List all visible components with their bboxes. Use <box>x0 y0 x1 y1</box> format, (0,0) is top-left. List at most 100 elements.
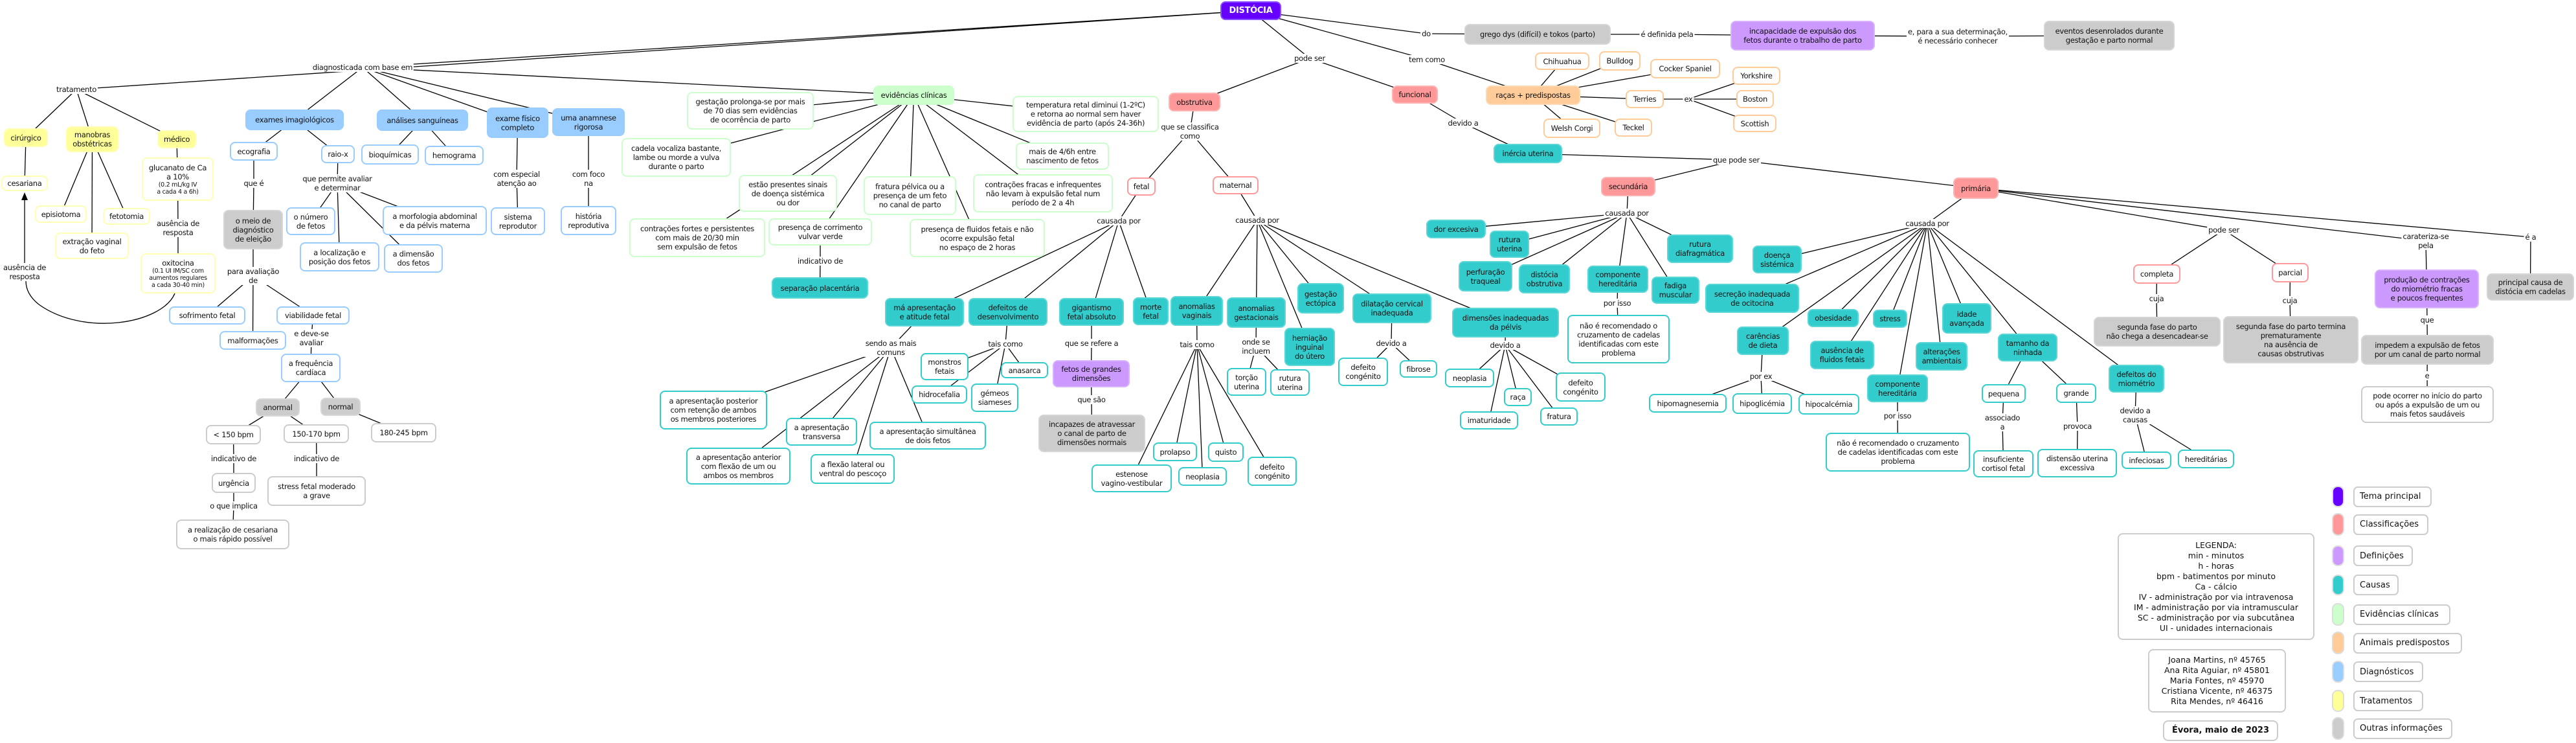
link-phrase-l_foco: com foco na <box>570 170 607 188</box>
concept-text: história reprodutiva <box>568 211 609 230</box>
link-phrase-l_temcomo: tem como <box>1407 55 1446 64</box>
concept-text: Yorkshire <box>1740 71 1773 80</box>
concept-bulldog: Bulldog <box>1599 51 1641 71</box>
concept-defmiom: defeitos do miométrio <box>2109 365 2164 393</box>
concept-text: defeitos de desenvolvimento <box>977 303 1039 321</box>
connector-line <box>1975 187 2224 231</box>
concept-cesariana: cesariana <box>1 176 48 191</box>
concept-text: presença de corrimento vulvar verde <box>778 223 863 241</box>
connector-line <box>1975 187 2426 242</box>
concept-anormal: anormal <box>256 398 300 417</box>
link-phrase-l_permite: que permite avaliar e determinar <box>301 174 374 192</box>
concept-text: dimensões inadequadas da pélvis <box>1462 314 1549 332</box>
concept-text: produção de contrações do miométrio frac… <box>2384 275 2470 303</box>
concept-neoplasia1: neoplasia <box>1178 467 1227 486</box>
concept-naorec1: não é recomendado o cruzamento de cadela… <box>1567 315 1670 363</box>
link-phrase-l_ind2: indicativo de <box>292 454 341 463</box>
link-phrase-l_causmat: causada por <box>1234 216 1281 225</box>
link-phrase-l_ex: ex <box>1683 95 1694 104</box>
concept-text: obesidade <box>1815 314 1852 323</box>
concept-raiox: raio-x <box>321 145 355 163</box>
concept-text: estenose vagino-vestibular <box>1101 469 1163 488</box>
concept-text: sistema reprodutor <box>498 212 537 231</box>
link-phrase-tratamento: tratamento <box>55 85 98 94</box>
link-phrase-l_taiscomo1: tais como <box>987 339 1024 349</box>
concept-text: Cocker Spaniel <box>1659 64 1712 73</box>
concept-text: stress fetal moderado a grave <box>278 482 355 500</box>
concept-text: Terries <box>1633 95 1657 104</box>
concept-fratura: fratura pélvica ou a presença de um feto… <box>864 176 956 215</box>
concept-anomgest: anomalias gestacionais <box>1227 297 1286 328</box>
concept-text: segunda fase do parto não chega a desenc… <box>2106 323 2208 341</box>
connector-line <box>1736 159 1977 189</box>
concept-ausfluidos: ausência de fluidos fetais <box>1810 341 1874 369</box>
concept-raca: raça <box>1504 388 1532 406</box>
concept-fratura2: fratura <box>1540 407 1578 426</box>
legend-swatch <box>2332 575 2344 595</box>
concept-text: incapazes de atravessar o canal de parto… <box>1048 420 1136 447</box>
concept-dose-text: (0.1 UI IM/SC com aumentos regulares a c… <box>149 267 207 289</box>
concept-secundaria: secundária <box>1601 177 1655 196</box>
link-phrase-l_ind1: indicativo de <box>209 454 258 463</box>
concept-text: extração vaginal do feto <box>62 236 122 255</box>
feedback-curve <box>25 280 175 324</box>
connector-line <box>1196 220 1258 312</box>
connector-line <box>1196 344 1273 472</box>
concept-ectopica: gestação ectópica <box>1297 283 1344 314</box>
concept-naorec2: não é recomendado o cruzamento de cadela… <box>1826 433 1970 472</box>
connector-line <box>1927 223 2137 380</box>
concept-text: glucanato de Ca a 10% <box>148 163 207 181</box>
concept-text: funcional <box>1398 90 1431 99</box>
concept-text: torção uterina <box>1233 372 1260 391</box>
concept-mais46: mais de 4/6h entre nascimento de fetos <box>1016 143 1109 170</box>
concept-text: contrações fracas e infrequentes não lev… <box>985 179 1101 207</box>
connector-line <box>1196 344 1227 453</box>
concept-chihuahua: Chihuahua <box>1535 52 1589 70</box>
concept-racas: raças + predispostas <box>1486 86 1580 105</box>
concept-episiotoma: episiotoma <box>35 205 87 223</box>
concept-dilatacao: dilatação cervical inadequada <box>1352 293 1431 323</box>
concept-terries: Terries <box>1626 90 1664 108</box>
connector-line <box>252 275 254 341</box>
link-phrase-l_devido2: devido a <box>1374 339 1408 348</box>
concept-alteracoes: alterações ambientais <box>1916 342 1967 371</box>
connector-line <box>1131 344 1198 479</box>
concept-text: neoplasia <box>1452 373 1487 383</box>
concept-text: obstrutiva <box>1176 97 1213 107</box>
concept-text: má apresentação e atitude fetal <box>893 303 956 321</box>
concept-text: grande <box>2063 389 2089 398</box>
concept-dor: dor excesiva <box>1426 220 1486 238</box>
concept-meio: o meio de diagnóstico de eleição <box>223 210 283 249</box>
connector-line <box>76 10 1251 90</box>
concept-text: ausência de fluidos fetais <box>1819 346 1865 364</box>
concept-sofrimento: sofrimento fetal <box>169 306 245 325</box>
concept-text: componente hereditária <box>1875 379 1920 398</box>
concept-text: Welsh Corgi <box>1551 124 1593 133</box>
concept-text: rutura diafragmática <box>1675 240 1725 258</box>
concept-text: sofrimento fetal <box>179 311 236 320</box>
concept-herniacao: herniação inguinal do útero <box>1284 328 1335 366</box>
authors-box: Joana Martins, nº 45765 Ana Rita Aguiar,… <box>2148 649 2286 713</box>
concept-corrimento: presença de corrimento vulvar verde <box>768 218 872 246</box>
concept-text: evidências clínicas <box>880 91 947 100</box>
concept-bioq: bioquímicas <box>361 144 419 165</box>
concept-text: pode ocorrer no início do parto ou após … <box>2373 391 2482 418</box>
concept-hidro: hidrocefalia <box>912 385 967 404</box>
concept-text: fratura pélvica ou a presença de um feto… <box>873 182 947 209</box>
concept-text: bioquímicas <box>368 150 412 159</box>
concept-text: hipoglicémia <box>1740 399 1785 408</box>
concept-text: viabilidade fetal <box>284 311 342 320</box>
link-phrase-l_cuja1: cuja <box>2147 294 2166 303</box>
connector-line <box>924 220 1119 313</box>
connector-line <box>1007 220 1119 313</box>
concept-imaturidade: imaturidade <box>1460 411 1518 429</box>
legend-abbreviations: LEGENDA: min - minutos h - horas bpm - b… <box>2118 533 2314 640</box>
concept-secrecao: secreção inadequada de ocitocina <box>1705 284 1799 313</box>
concept-text: hereditárias <box>2184 454 2228 464</box>
concept-hereditarias: hereditárias <box>2178 450 2234 468</box>
link-phrase-l_porex: por ex <box>1748 372 1774 381</box>
concept-text: análises sanguíneas <box>386 115 458 125</box>
link-phrase-l_podeser3: pode ser <box>2207 225 2241 234</box>
connector-line <box>1927 223 2028 348</box>
concept-text: a frequência cardíaca <box>288 359 333 377</box>
